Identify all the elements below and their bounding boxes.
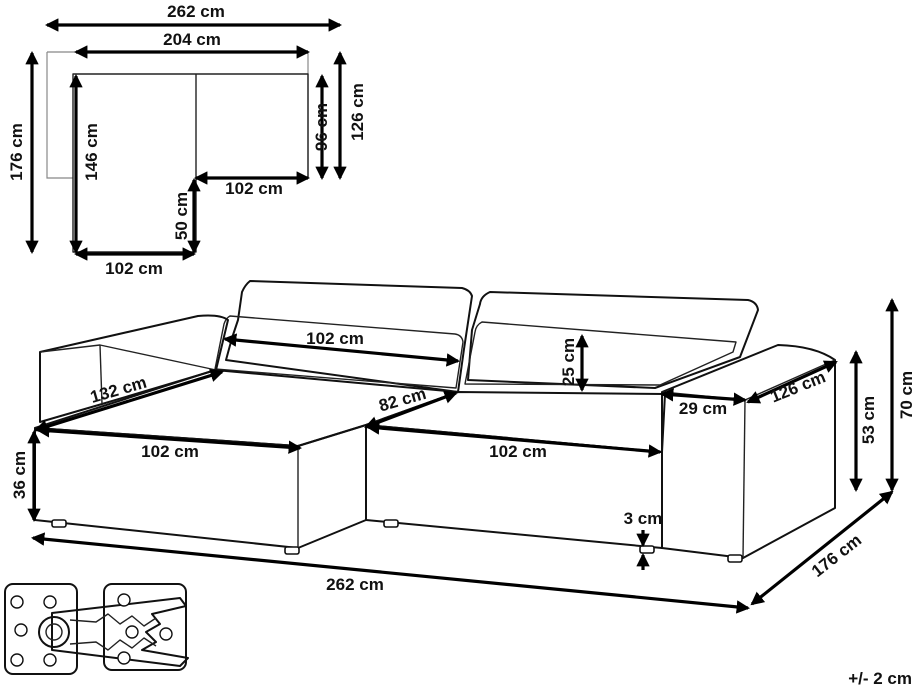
- clip-hinge: [38, 616, 70, 648]
- clip-bolt-7: [125, 625, 139, 639]
- foot-3: [383, 519, 399, 528]
- plan-label-102-chaise: 102 cm: [105, 259, 163, 278]
- label-arm-height: 53 cm: [859, 396, 878, 444]
- left-armrest: [39, 314, 229, 423]
- sofa-view: 102 cm 25 cm 132 cm 82 cm 102 cm 102 cm …: [10, 280, 916, 614]
- plan-label-50: 50 cm: [172, 192, 191, 240]
- dim-total-width-line: [30, 532, 751, 614]
- dim-seat-width-line: [365, 421, 663, 458]
- plan-label-96: 96 cm: [312, 103, 331, 151]
- clip-bolt-5: [43, 653, 57, 667]
- label-seat-height: 36 cm: [10, 451, 29, 499]
- clip-bolt-1: [10, 595, 24, 609]
- label-seat-depth: 82 cm: [377, 384, 429, 416]
- chaise-base: [34, 424, 367, 549]
- label-armrest-depth: 126 cm: [768, 367, 829, 406]
- clip-bolt-4: [10, 653, 24, 667]
- label-total-height: 70 cm: [897, 371, 916, 419]
- foot-2: [284, 546, 300, 555]
- foot-1: [51, 519, 67, 528]
- dim-backrest-width-line: [222, 333, 461, 367]
- clip-bolt-8: [159, 627, 173, 641]
- label-backrest-width: 102 cm: [306, 329, 364, 348]
- dim-total-depth-line: [750, 490, 894, 606]
- label-backrest-height: 25 cm: [559, 338, 578, 386]
- clip-bolt-3: [14, 623, 28, 637]
- right-back-cushion: [464, 321, 737, 386]
- clip-bolt-2: [43, 595, 57, 609]
- label-seat-width: 102 cm: [489, 442, 547, 461]
- clip-hinge-inner: [45, 623, 63, 641]
- clip-bracket: [51, 597, 189, 667]
- left-armrest-top: [39, 344, 217, 371]
- right-backrest: [467, 291, 759, 389]
- label-leg-height: 3 cm: [624, 509, 663, 528]
- connector-clip-illustration: [4, 583, 189, 675]
- tolerance-note: +/- 2 cm: [848, 669, 912, 688]
- plan-view: 262 cm 204 cm 176 cm 146 cm 126 cm 96 cm…: [7, 2, 367, 278]
- label-chaise-seat-width: 102 cm: [141, 442, 199, 461]
- plan-label-176: 176 cm: [7, 123, 26, 181]
- dim-armrest-width-line: [659, 388, 748, 406]
- plan-label-146: 146 cm: [82, 123, 101, 181]
- dim-armrest-depth-line: [746, 360, 838, 404]
- plan-label-126: 126 cm: [348, 83, 367, 141]
- left-backrest: [225, 280, 473, 393]
- plan-label-262: 262 cm: [167, 2, 225, 21]
- plan-label-204: 204 cm: [163, 30, 221, 49]
- clip-plate-left: [4, 583, 78, 675]
- label-total-width: 262 cm: [326, 575, 384, 594]
- clip-bolt-6: [117, 593, 131, 607]
- label-armrest-width: 29 cm: [679, 399, 727, 418]
- foot-5: [727, 554, 743, 563]
- left-back-cushion: [214, 315, 464, 389]
- dim-chaise-length-line: [34, 368, 224, 434]
- foot-4: [639, 545, 655, 554]
- dim-chaise-width-line: [35, 424, 303, 454]
- plan-label-102-seat: 102 cm: [225, 179, 283, 198]
- clip-plate-right: [103, 583, 187, 671]
- clip-bolt-9: [117, 651, 131, 665]
- right-armrest-edge: [742, 399, 746, 559]
- clip-teeth: [69, 613, 157, 651]
